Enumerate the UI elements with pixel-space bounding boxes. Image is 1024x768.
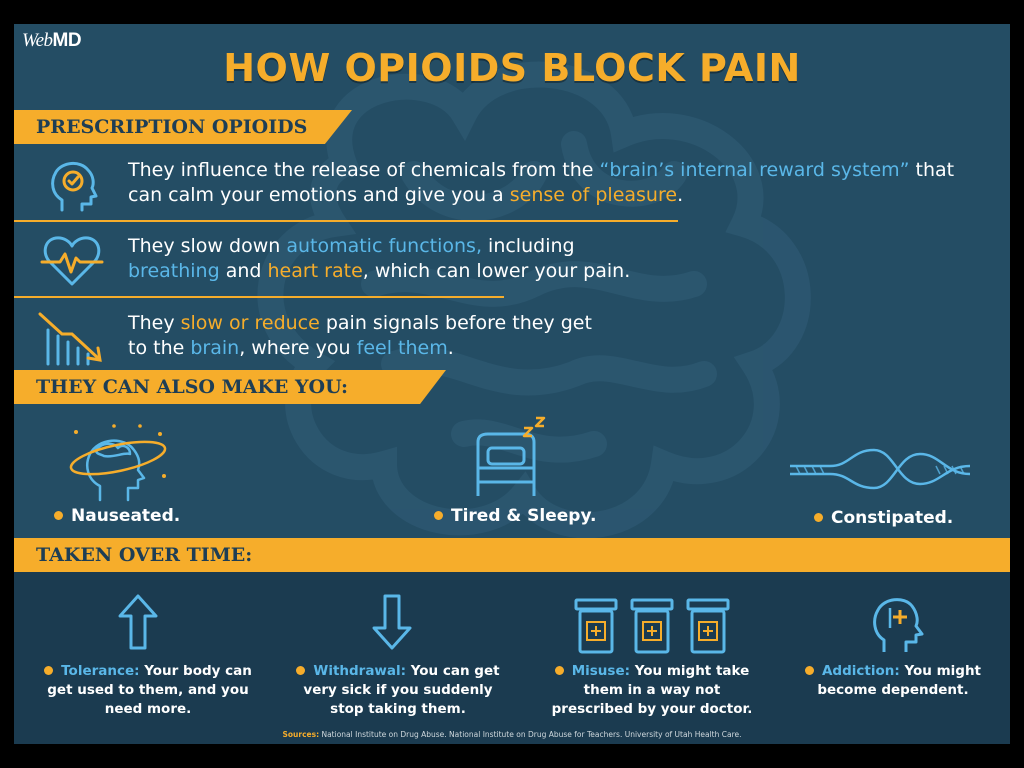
addiction-item: Addiction: You might become dependent. — [798, 662, 988, 700]
highlight-text: “brain’s internal reward system” — [599, 159, 910, 181]
page-title: HOW OPIOIDS BLOCK PAIN — [223, 46, 801, 90]
head-plus-icon — [873, 598, 924, 652]
tolerance-item: Tolerance: Your body can get used to the… — [38, 662, 258, 719]
effect-nauseated: Nauseated. — [54, 506, 180, 526]
arrow-up-icon — [118, 594, 158, 650]
automatic-functions-text: They slow down automatic functions, incl… — [128, 234, 668, 284]
sources-footnote: Sources: National Institute on Drug Abus… — [282, 730, 742, 739]
bullet-dot-icon — [554, 665, 564, 675]
body-text: including — [482, 235, 575, 257]
heart-pulse-icon — [40, 236, 104, 286]
misuse-item: Misuse: You might take them in a way not… — [551, 663, 753, 717]
highlight-text: brain — [190, 337, 240, 359]
highlight-text: sense of pleasure — [509, 184, 678, 206]
highlight-text: breathing — [128, 260, 220, 282]
highlight-text: automatic functions, — [286, 235, 482, 257]
body-text: and — [219, 260, 268, 282]
body-text: , where you — [239, 337, 357, 359]
bullet-dot-icon — [54, 510, 63, 520]
body-text: . — [447, 337, 454, 359]
effect-constipated: Constipated. — [814, 508, 953, 528]
side-effects-banner: THEY CAN ALSO MAKE YOU: — [14, 370, 446, 404]
body-text: . — [677, 184, 684, 206]
body-text: , which can lower your pain. — [362, 260, 631, 282]
sleeping-bed-icon — [476, 416, 546, 496]
pill-bottles-icon — [574, 598, 730, 654]
body-text: They influence the release of chemicals … — [128, 159, 600, 181]
infographic-card: WebMD HOW OPIOIDS BLOCK PAIN PRESCRIPTIO… — [14, 24, 1010, 744]
pain-signals-text: They slow or reduce pain signals before … — [128, 311, 598, 361]
declining-bars-icon — [38, 312, 102, 366]
highlight-text: feel them — [356, 337, 448, 359]
head-checkmark-icon — [51, 162, 98, 212]
prescription-opioids-banner: PRESCRIPTION OPIOIDS — [14, 110, 352, 144]
knotted-rope-icon — [790, 448, 970, 490]
bullet-dot-icon — [44, 665, 54, 675]
body-text: They — [128, 312, 181, 334]
bullet-dot-icon — [296, 665, 306, 675]
body-text: pain signals before they get to the — [128, 312, 592, 359]
over-time-panel — [14, 572, 1010, 744]
reward-system-text: They influence the release of chemicals … — [128, 158, 978, 208]
bullet-dot-icon — [814, 512, 823, 522]
body-text: that can calm your emotions and give you… — [128, 159, 955, 206]
dizzy-head-icon — [69, 424, 167, 502]
webmd-logo: WebMD — [22, 30, 82, 51]
over-time-banner: TAKEN OVER TIME: — [14, 538, 1010, 572]
body-text: They slow down — [128, 235, 287, 257]
orange-divider — [14, 296, 504, 298]
bullet-dot-icon — [434, 510, 443, 520]
arrow-down-icon — [372, 594, 412, 650]
highlight-text: slow or reduce — [180, 312, 320, 334]
highlight-text: heart rate — [267, 260, 363, 282]
effect-tired-sleepy: Tired & Sleepy. — [434, 506, 596, 526]
orange-divider — [14, 220, 678, 222]
bullet-dot-icon — [804, 665, 814, 675]
withdrawal-item: Withdrawal: You can get very sick if you… — [288, 662, 508, 719]
